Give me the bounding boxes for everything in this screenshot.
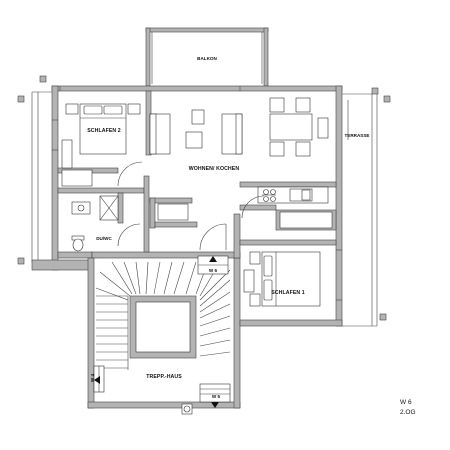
dining-table xyxy=(269,113,313,141)
unit-name: W 6 xyxy=(400,399,412,406)
hallway xyxy=(117,161,265,259)
stair-steps xyxy=(95,261,231,369)
terrace: TERRASSE xyxy=(342,87,391,327)
room-schlafen-1: SCHLAFEN 1 xyxy=(239,239,337,307)
room-label-wohnen: WOHNEN/ KOCHEN xyxy=(189,166,240,172)
room-label-balkon: BALKON xyxy=(197,56,217,61)
outer-walls xyxy=(17,75,343,409)
room-label-terrasse: TERRASSE xyxy=(344,133,369,138)
room-schlafen-2: SCHLAFEN 2 xyxy=(57,90,152,174)
door-w6: W 6 xyxy=(197,255,229,275)
room-duwc: DU/WC xyxy=(57,169,150,253)
coffee-table xyxy=(185,131,203,149)
toilet xyxy=(72,238,84,252)
balcony: BALKON xyxy=(145,27,269,87)
marker-w4: W 4 xyxy=(90,373,95,382)
door-w4: W 4 xyxy=(90,365,105,393)
marker-w6: W 6 xyxy=(209,268,218,273)
room-treppenhaus: TREPP.-HAUS W 4 W 5 xyxy=(90,261,231,415)
door-w5: W 5 xyxy=(199,383,231,408)
marker-w5: W 5 xyxy=(212,394,221,399)
unit-floor: 2.OG xyxy=(400,409,416,416)
room-label-duwc: DU/WC xyxy=(96,236,112,241)
windows xyxy=(52,86,342,301)
room-label-schlafen-2: SCHLAFEN 2 xyxy=(87,128,121,134)
room-label-treppenhaus: TREPP.-HAUS xyxy=(146,374,182,380)
room-label-schlafen-1: SCHLAFEN 1 xyxy=(271,290,305,296)
room-wohnen-kochen: WOHNEN/ KOCHEN xyxy=(149,97,337,231)
